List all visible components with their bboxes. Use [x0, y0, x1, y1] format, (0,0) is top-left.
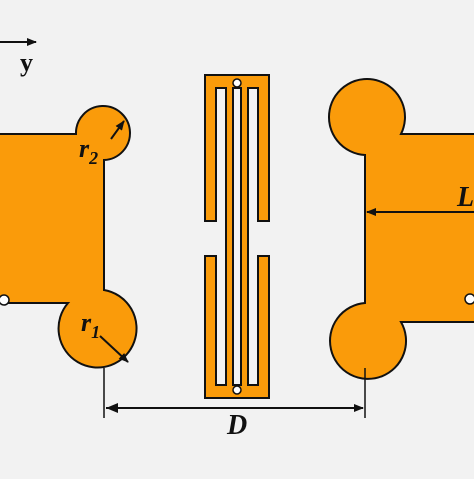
resonator-frame — [204, 74, 270, 399]
L-label: L — [456, 182, 474, 213]
axis-indicator: y — [0, 38, 37, 77]
left-electrode-hole — [0, 294, 10, 306]
r1-label: r1 — [81, 308, 100, 342]
resonator-bottom-hole — [232, 385, 242, 395]
right-electrode-body — [328, 78, 474, 380]
resonator-top-hole — [232, 78, 242, 88]
D-label: D — [226, 410, 247, 441]
right-electrode-hole — [464, 293, 474, 305]
r2-annotation: r2 — [79, 120, 125, 168]
r2-arrow — [110, 120, 125, 140]
r1-annotation: r1 — [81, 308, 129, 363]
left-electrode — [0, 105, 138, 369]
L-annotation: L — [366, 182, 474, 216]
r1-arrow — [99, 335, 129, 363]
r2-label: r2 — [79, 134, 98, 168]
left-electrode-body — [0, 105, 138, 369]
D-dimension: D — [103, 368, 366, 441]
center-resonator — [204, 74, 270, 399]
y-axis-label: y — [20, 48, 33, 77]
right-electrode — [328, 78, 474, 380]
D-arrow-left — [106, 403, 118, 413]
